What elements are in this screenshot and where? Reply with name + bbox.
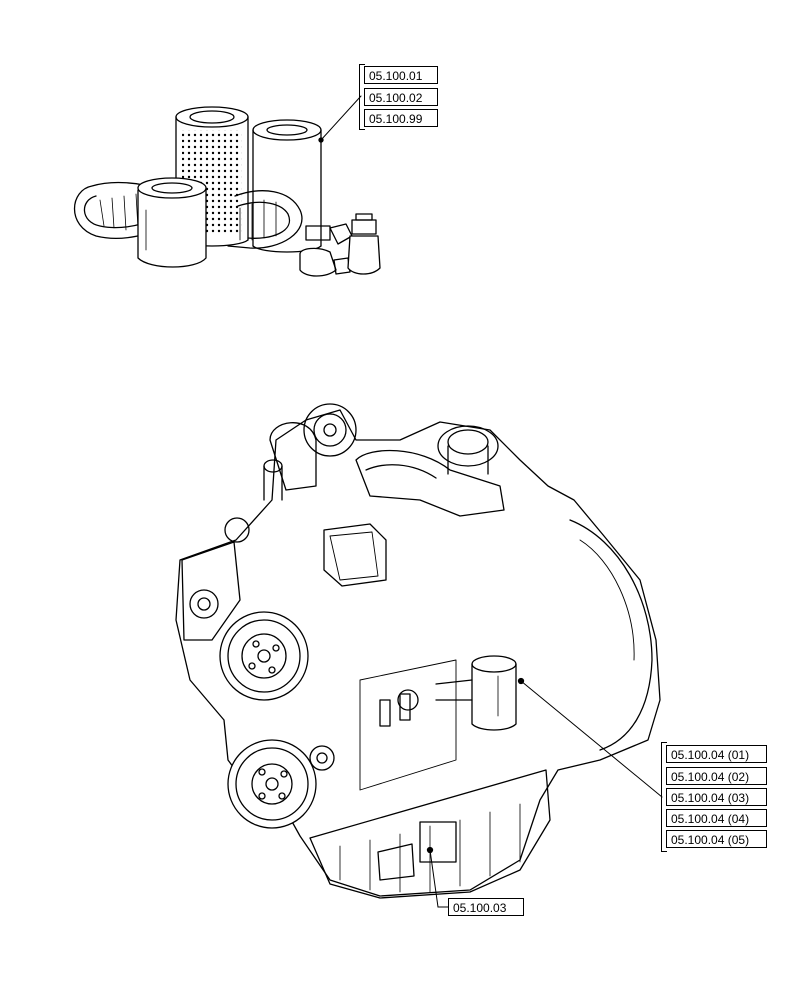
oil-filter-large: [252, 119, 322, 253]
pulley-lower: [227, 739, 317, 829]
engine-illustration: [175, 403, 661, 899]
callout-05-100-04-02[interactable]: 05.100.04 (02): [666, 767, 767, 785]
callout-05-100-04-04[interactable]: 05.100.04 (04): [666, 809, 767, 827]
leader-lines: [320, 95, 663, 908]
callout-05-100-04-03[interactable]: 05.100.04 (03): [666, 788, 767, 806]
callout-05-100-03[interactable]: 05.100.03: [448, 898, 524, 916]
service-kit-callout-bracket: [359, 64, 365, 130]
oil-sump: [309, 769, 551, 899]
callout-05-100-04-01[interactable]: 05.100.04 (01): [666, 745, 767, 763]
fuel-filter: [435, 655, 517, 731]
intake-manifold: [355, 425, 505, 517]
spin-on-filter: [137, 177, 207, 268]
pulley-upper: [219, 611, 309, 701]
fuel-filter-callout-bracket: [661, 742, 667, 852]
callout-05-100-99[interactable]: 05.100.99: [364, 109, 438, 127]
callout-05-100-02[interactable]: 05.100.02: [364, 88, 438, 106]
callout-05-100-01[interactable]: 05.100.01: [364, 66, 438, 84]
service-kit-illustration: [73, 106, 381, 277]
turbocharger: [263, 403, 357, 501]
fittings: [299, 213, 381, 277]
callout-05-100-04-05[interactable]: 05.100.04 (05): [666, 830, 767, 848]
